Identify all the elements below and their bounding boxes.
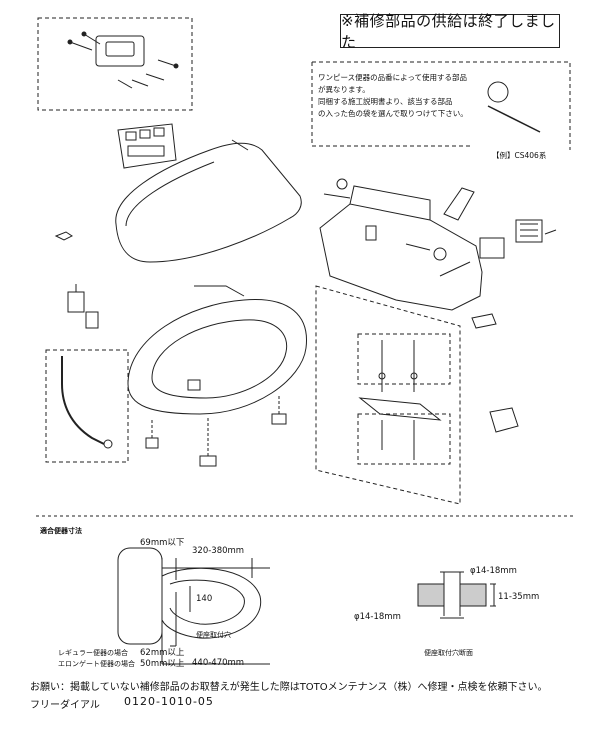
toilet-lid bbox=[115, 139, 302, 263]
knob bbox=[336, 178, 348, 190]
remote-control bbox=[117, 123, 177, 169]
freedial-label: フリーダイアル bbox=[30, 700, 100, 711]
note-line-1: ワンピース便器の品番によって使用する部品 bbox=[318, 73, 468, 82]
example-label: 【例】CS406系 bbox=[492, 151, 547, 160]
filter-parts bbox=[479, 219, 557, 259]
repair-request-text: お願い：掲載していない補修部品のお取替えが発生した際はTOTOメンテナンス（株）… bbox=[30, 682, 548, 693]
regular-toilet-value: 62mm以上 bbox=[140, 648, 185, 658]
hole-diameter-top: φ14-18mm bbox=[470, 566, 517, 576]
regular-toilet-label: レギュラー便器の場合 bbox=[58, 649, 128, 657]
nozzle-pin bbox=[323, 193, 351, 199]
toilet-seat bbox=[127, 285, 307, 415]
freedial-number: 0120-1010-05 bbox=[124, 695, 214, 708]
side-clip bbox=[489, 407, 519, 433]
hole-section-drawing bbox=[417, 571, 496, 619]
example-part-box bbox=[311, 61, 571, 150]
thickness-label: 11-35mm bbox=[498, 592, 540, 602]
main-body-unit bbox=[319, 185, 483, 311]
small-nut bbox=[54, 231, 73, 241]
base-plate-group bbox=[315, 285, 461, 505]
hose-group bbox=[45, 349, 129, 463]
note-line-2: が異なります。 bbox=[318, 85, 370, 94]
note-line-4: の入った色の袋を選んで取りつけて下さい。 bbox=[318, 109, 468, 118]
length-range-label: 320-380mm bbox=[192, 546, 245, 556]
note-line-3: 同梱する施工説明書より、該当する部品 bbox=[318, 97, 453, 106]
water-valve bbox=[67, 284, 99, 329]
cover-piece bbox=[443, 187, 475, 221]
hinge-fittings bbox=[145, 379, 287, 467]
total-length-label: 440-470mm bbox=[192, 658, 245, 668]
hole-section-label: 便座取付穴断面 bbox=[424, 649, 473, 657]
hole-diameter-bottom: φ14-18mm bbox=[354, 612, 401, 622]
hole-label: 便座取付穴 bbox=[196, 631, 231, 639]
fit-dimension-drawing bbox=[117, 547, 270, 665]
width-label: 69mm以下 bbox=[140, 538, 185, 548]
wall-bracket-group bbox=[37, 17, 193, 111]
elongated-toilet-value: 50mm以上 bbox=[140, 659, 185, 669]
small-clip bbox=[471, 313, 497, 329]
hole-spacing-label: 140 bbox=[196, 594, 213, 604]
elongated-toilet-label: エロンゲート便器の場合 bbox=[58, 660, 135, 668]
supply-ended-notice: ※補修部品の供給は終了しました bbox=[340, 12, 560, 51]
dimension-section-title: 適合便器寸法 bbox=[40, 527, 82, 535]
